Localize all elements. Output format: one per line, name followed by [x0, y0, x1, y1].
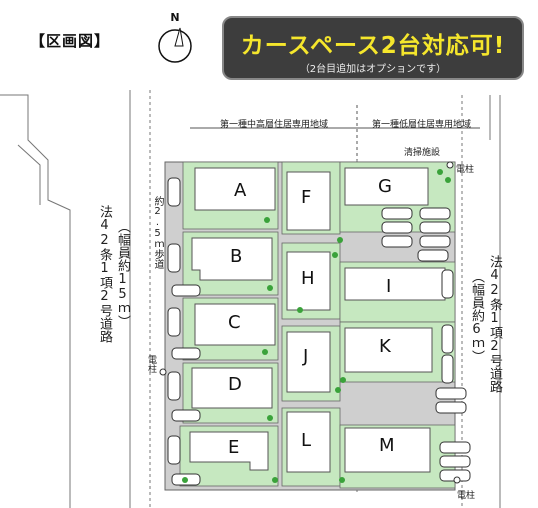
lot-label-g: G — [378, 176, 392, 197]
road-left-label: 法42条1項2号道路 — [97, 205, 112, 343]
zone-label-mid-rise: 第一種中高層住居専用地域 — [220, 120, 329, 130]
road-left-width-label: （幅員約15ｍ） — [115, 220, 130, 328]
lot-label-f: F — [301, 187, 312, 208]
road-right-width-label: （幅員約6ｍ） — [469, 270, 484, 363]
zone-label-low-rise: 第一種低層住居専用地域 — [372, 120, 472, 130]
lot-label-i: I — [386, 276, 392, 297]
lot-label-c: C — [228, 312, 241, 333]
lot-label-e: E — [228, 437, 240, 458]
banner-sub-text: （2台目追加はオプションです） — [299, 64, 447, 75]
north-compass-icon: N — [152, 10, 198, 72]
compass-n-label: N — [170, 11, 179, 24]
lot-label-m: M — [379, 435, 395, 456]
utility-pole-label: 電柱 — [146, 355, 156, 373]
lot-label-l: L — [301, 430, 312, 451]
utility-pole-label: 電柱 — [456, 165, 475, 175]
page-title: 【区画図】 — [30, 32, 111, 50]
car-space-banner: カースペース2台対応可! （2台目追加はオプションです） — [222, 16, 524, 80]
lot-label-a: A — [234, 180, 247, 201]
cleaning-facility-label: 清掃施設 — [404, 148, 441, 158]
utility-pole-label: 電柱 — [457, 491, 476, 501]
banner-main-text: カースペース2台対応可! — [240, 33, 506, 59]
road-right-label: 法42条1項2号道路 — [487, 255, 502, 393]
lot-label-j: J — [303, 346, 309, 367]
lot-label-k: K — [379, 336, 391, 357]
lot-label-h: H — [301, 268, 315, 289]
sidewalk-label: 約2.5ｍ歩道 — [152, 196, 163, 269]
lot-label-b: B — [230, 246, 243, 267]
lot-label-d: D — [228, 374, 242, 395]
